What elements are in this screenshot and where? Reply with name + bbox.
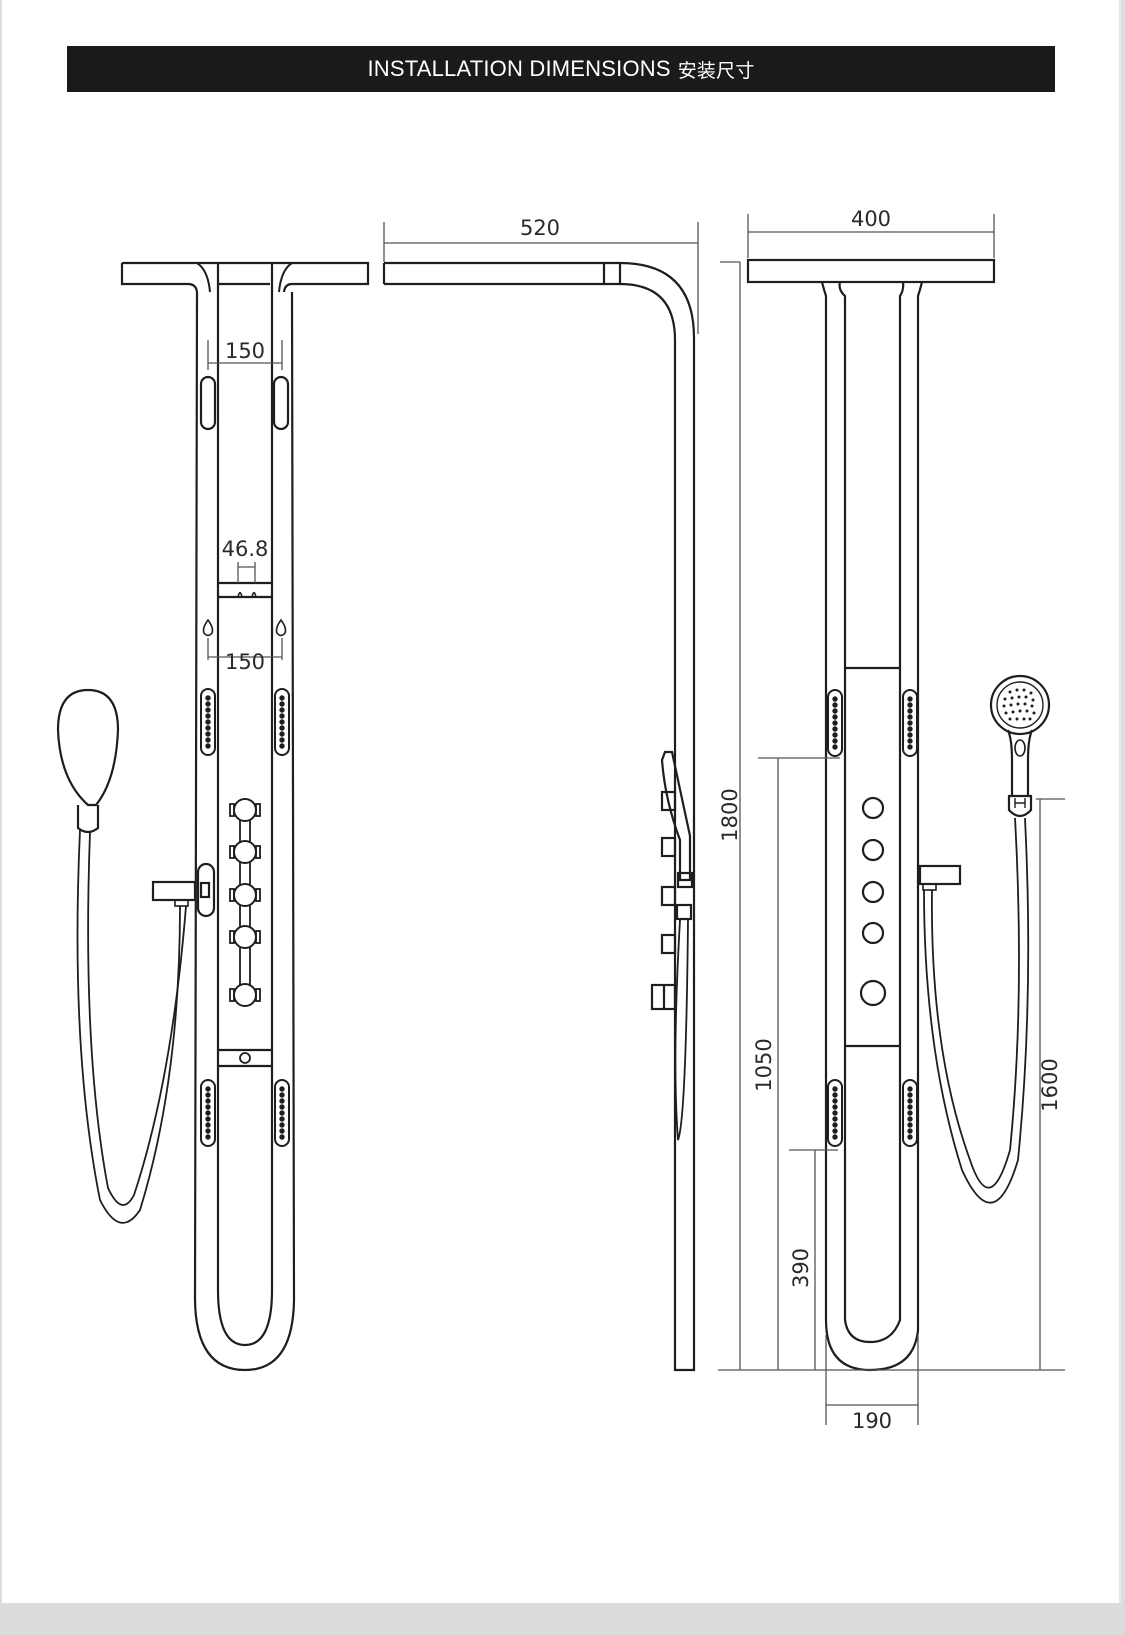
rear-dimensions bbox=[718, 214, 1065, 1425]
dim-jet-height: 1050 bbox=[752, 1038, 776, 1091]
hose bbox=[76, 829, 181, 1224]
title-banner: INSTALLATION DIMENSIONS 安装尺寸 bbox=[67, 46, 1055, 92]
water-drop-icon bbox=[202, 618, 214, 637]
title-english: INSTALLATION DIMENSIONS bbox=[367, 56, 671, 81]
dim-lower-spacing: 150 bbox=[225, 650, 265, 674]
hose bbox=[931, 817, 1020, 1189]
drawing-sheet bbox=[2, 0, 1121, 1603]
side-dimensions bbox=[383, 222, 741, 1370]
title-chinese: 安装尺寸 bbox=[677, 60, 755, 82]
dim-top-width: 400 bbox=[851, 207, 891, 231]
rear-view bbox=[746, 258, 1051, 1372]
dim-handshower-height: 1600 bbox=[1038, 1058, 1062, 1111]
front-dimensions bbox=[207, 340, 283, 660]
dim-bottom-width: 190 bbox=[852, 1409, 892, 1433]
dim-lower-jet-height: 390 bbox=[789, 1248, 813, 1288]
spray-nozzles bbox=[1002, 688, 1036, 721]
dim-outlet-spacing: 46.8 bbox=[222, 537, 269, 561]
hand-shower-head bbox=[989, 674, 1051, 736]
water-drop-icon bbox=[275, 618, 287, 637]
front-view bbox=[56, 261, 370, 1372]
dim-total-height: 1800 bbox=[718, 788, 742, 841]
hand-shower-head bbox=[56, 688, 120, 807]
dim-top-jet-spacing: 150 bbox=[225, 339, 265, 363]
dim-arm-length: 520 bbox=[520, 216, 560, 240]
side-view bbox=[382, 261, 696, 1372]
